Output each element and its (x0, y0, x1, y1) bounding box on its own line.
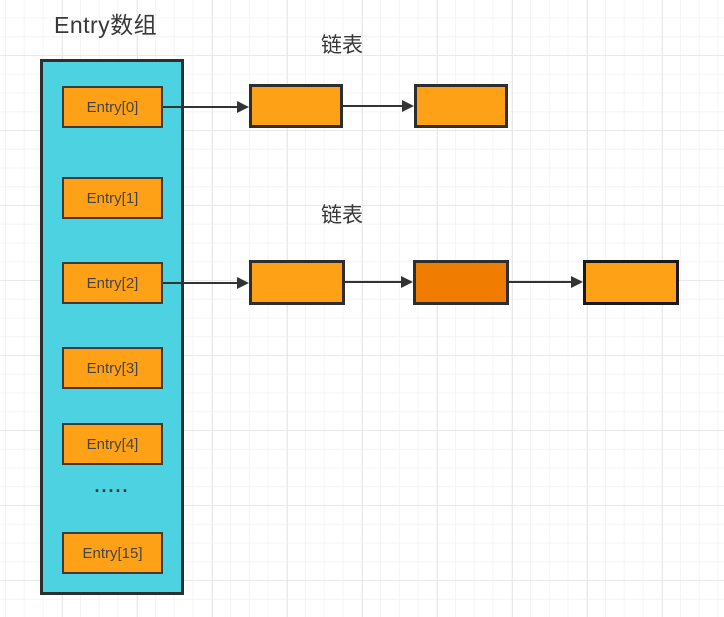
entry-array-container: Entry[0] Entry[1] Entry[2] Entry[3] Entr… (40, 59, 184, 595)
arrowhead-icon (401, 276, 413, 288)
entry-cell-2: Entry[2] (62, 262, 163, 304)
arrow-list2node1-to-node2 (345, 275, 413, 289)
array-ellipsis: ..... (94, 476, 130, 496)
arrow-shaft (343, 105, 403, 107)
arrow-entry2-to-list2node1 (163, 276, 249, 290)
arrow-list2node2-to-node3 (509, 275, 583, 289)
entry-cell-1: Entry[1] (62, 177, 163, 219)
list2-node-2-dark (413, 260, 509, 305)
arrow-shaft (509, 281, 572, 283)
list2-node-3 (583, 260, 679, 305)
arrow-shaft (345, 281, 402, 283)
arrow-shaft (163, 282, 238, 284)
arrowhead-icon (237, 101, 249, 113)
list1-node-2 (414, 84, 508, 128)
arrow-entry0-to-list1node1 (163, 100, 249, 114)
array-title: Entry数组 (54, 12, 158, 38)
linked-list-label-1: 链表 (321, 34, 363, 57)
arrow-shaft (163, 106, 238, 108)
entry-cell-0: Entry[0] (62, 86, 163, 128)
entry-cell-4: Entry[4] (62, 423, 163, 465)
entry-cell-3: Entry[3] (62, 347, 163, 389)
arrow-list1node1-to-node2 (343, 99, 414, 113)
arrowhead-icon (571, 276, 583, 288)
arrowhead-icon (237, 277, 249, 289)
list1-node-1 (249, 84, 343, 128)
list2-node-1 (249, 260, 345, 305)
linked-list-label-2: 链表 (321, 204, 363, 227)
entry-cell-15: Entry[15] (62, 532, 163, 574)
arrowhead-icon (402, 100, 414, 112)
